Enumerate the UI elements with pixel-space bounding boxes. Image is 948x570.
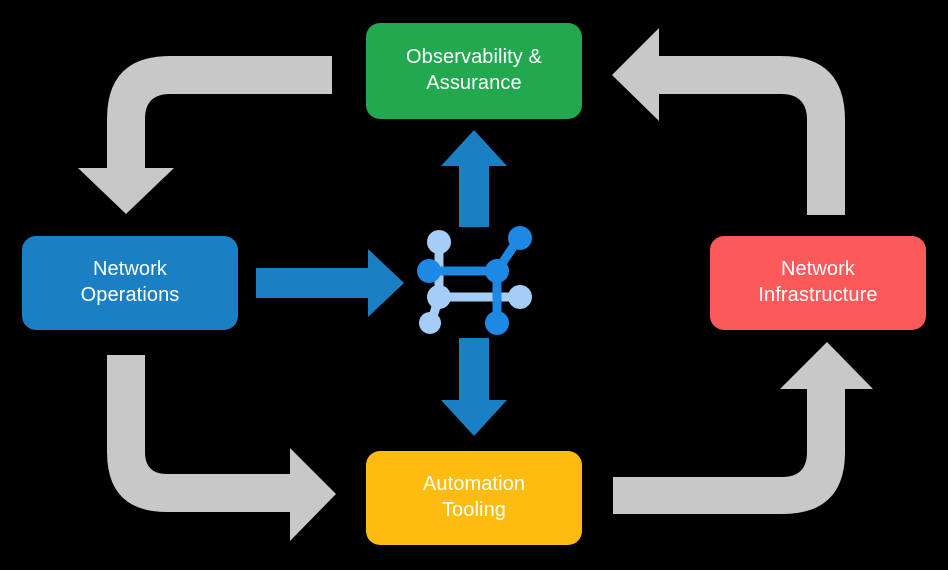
arrow-operations-to-center — [256, 249, 404, 317]
node-label-network-operations: Network Operations — [80, 258, 180, 306]
node-label-observability: Observability & Assurance — [406, 46, 542, 94]
arrow-operations-to-automation — [107, 355, 336, 541]
arrow-infrastructure-to-observability — [612, 28, 845, 215]
node-box-network-operations[interactable]: Network Operations — [22, 236, 238, 330]
node-label-network-infrastructure: Network Infrastructure — [758, 258, 878, 306]
node-box-automation-tooling[interactable]: Automation Tooling — [366, 451, 582, 545]
arrow-automation-to-infrastructure — [613, 342, 873, 514]
node-box-network-infrastructure[interactable]: Network Infrastructure — [710, 236, 926, 330]
arrow-center-to-automation — [441, 338, 507, 436]
arrow-observability-to-operations — [78, 56, 332, 214]
arrow-center-to-observability — [441, 130, 507, 227]
node-box-observability[interactable]: Observability & Assurance — [366, 23, 582, 119]
node-label-automation-tooling: Automation Tooling — [422, 473, 526, 521]
